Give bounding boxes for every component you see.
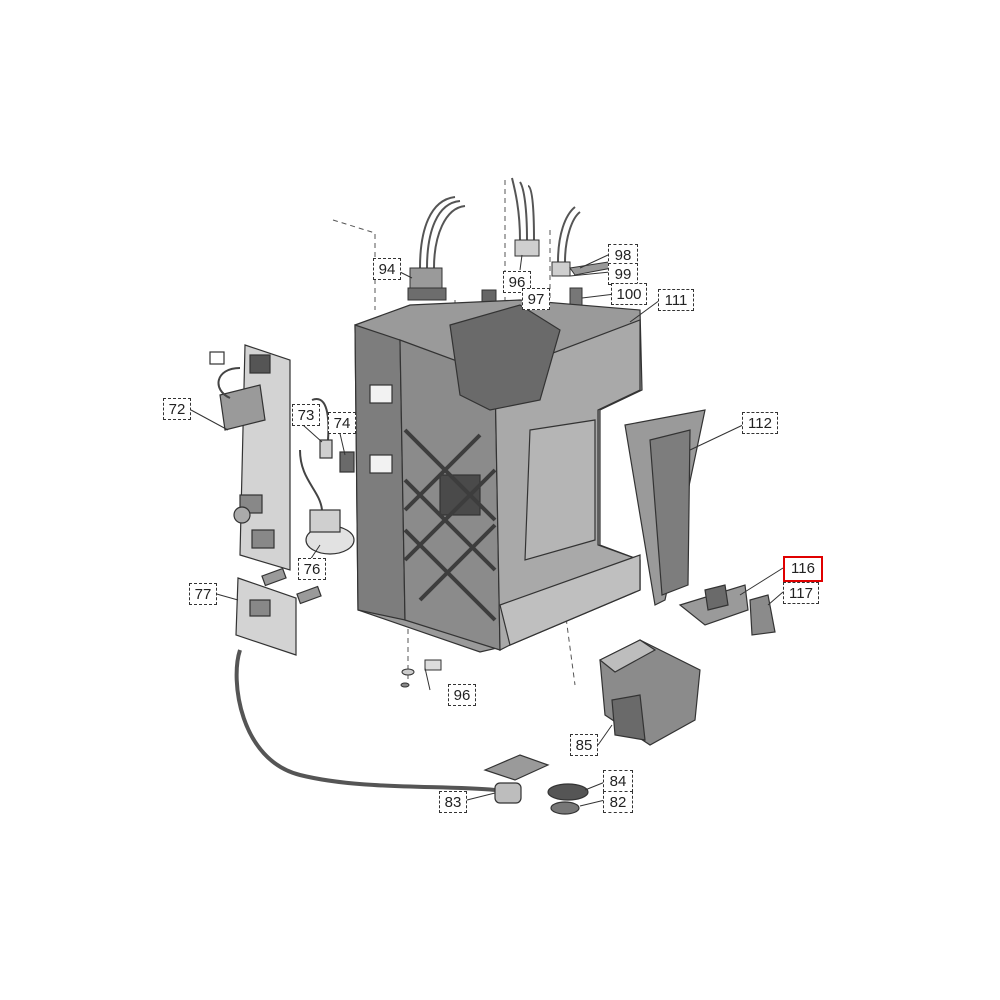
callout-116[interactable]: 116	[783, 556, 823, 582]
small-parts-left	[261, 398, 355, 605]
top-wires	[419, 177, 581, 269]
side-rail	[624, 409, 706, 606]
callout-72[interactable]: 72	[163, 398, 191, 420]
duct-part	[598, 639, 701, 746]
callout-100[interactable]: 100	[611, 283, 647, 305]
callout-77[interactable]: 77	[189, 583, 217, 605]
callout-73[interactable]: 73	[292, 404, 320, 426]
callout-82[interactable]: 82	[603, 791, 633, 813]
sub-board	[234, 577, 550, 804]
callout-94[interactable]: 94	[373, 258, 401, 280]
callout-84[interactable]: 84	[603, 770, 633, 792]
bottom-fasteners	[400, 659, 442, 688]
main-frame	[354, 299, 643, 653]
bracket-parts	[678, 584, 776, 636]
callout-97[interactable]: 97	[522, 288, 550, 310]
callout-85[interactable]: 85	[570, 734, 598, 756]
callout-83[interactable]: 83	[439, 791, 467, 813]
callout-111[interactable]: 111	[658, 289, 694, 311]
callout-76[interactable]: 76	[298, 558, 326, 580]
control-board	[209, 344, 291, 571]
callout-99[interactable]: 99	[608, 263, 638, 285]
callout-112[interactable]: 112	[742, 412, 778, 434]
leader-lines	[190, 254, 784, 807]
gear-parts	[547, 783, 589, 815]
callout-74[interactable]: 74	[328, 412, 356, 434]
callout-96-top[interactable]: 96	[503, 271, 531, 293]
callout-96-bottom[interactable]: 96	[448, 684, 476, 706]
callout-117[interactable]: 117	[783, 582, 819, 604]
